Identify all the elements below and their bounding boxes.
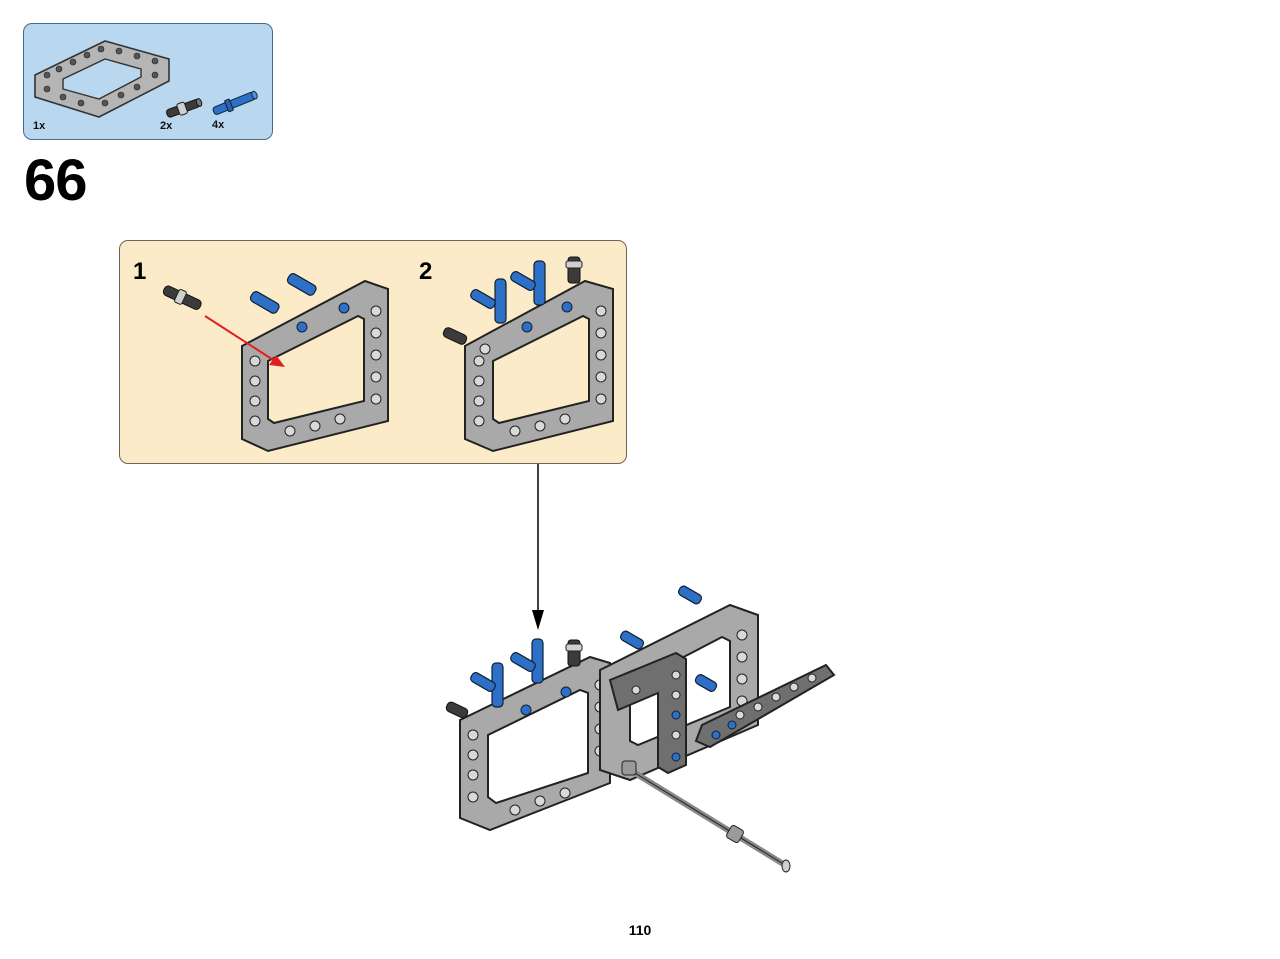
sub-step-2-illustration <box>442 256 614 453</box>
sub-step-1-illustration <box>162 273 389 453</box>
parts-list-callout: 1x 2x 4x <box>23 23 273 140</box>
frame-part-icon <box>34 40 170 118</box>
frame-quantity: 1x <box>33 120 46 132</box>
axle-pin-icon <box>212 90 258 115</box>
sub-assembly-callout: 1 2 <box>119 240 627 464</box>
step-number: 66 <box>24 148 88 213</box>
callout-arrow <box>532 464 544 630</box>
sub-step-number-1: 1 <box>133 258 147 285</box>
sub-step-number-2: 2 <box>419 258 433 285</box>
friction-pin-quantity: 2x <box>160 120 173 132</box>
main-assembly-illustration <box>445 585 836 873</box>
friction-pin-icon <box>166 98 203 118</box>
axle-pin-quantity: 4x <box>212 119 225 131</box>
page-number: 110 <box>628 922 652 938</box>
